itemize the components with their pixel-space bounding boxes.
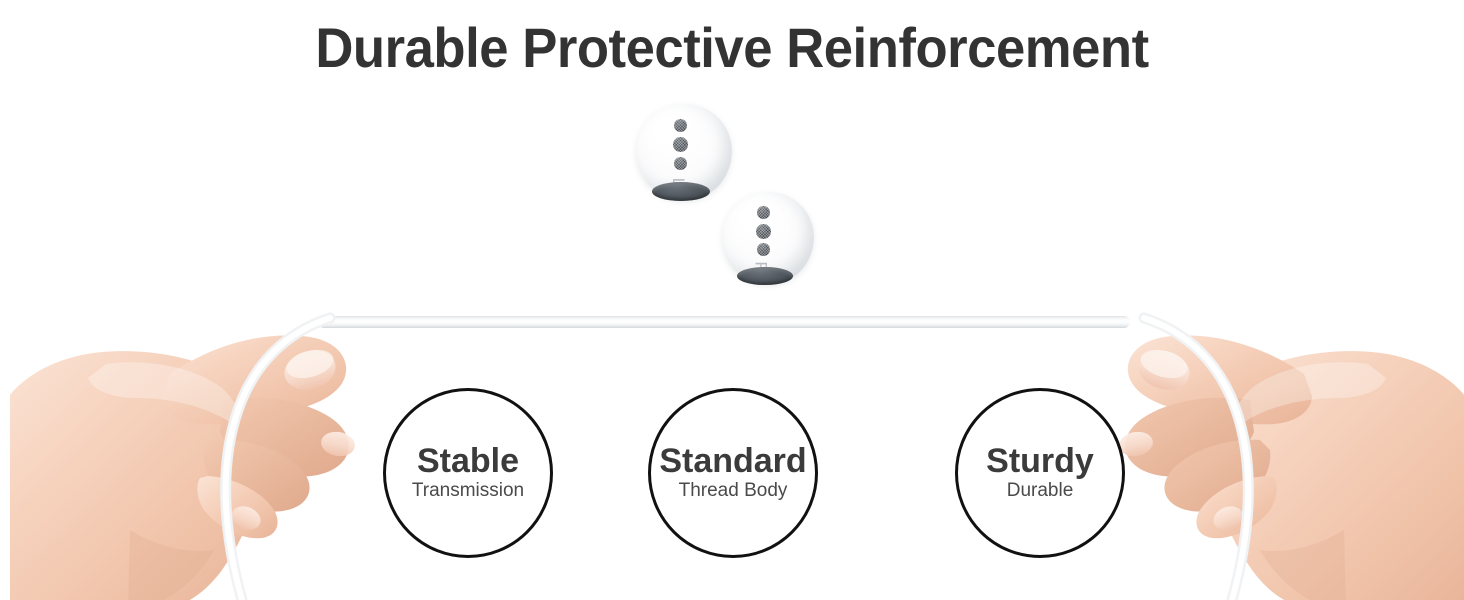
feature-badge-title: Standard	[659, 441, 807, 480]
feature-badge-title: Stable	[416, 441, 520, 480]
earbud-left: L	[636, 104, 732, 201]
earbud-mesh-dot	[757, 243, 770, 256]
right-hand-holding-cable	[1090, 278, 1464, 600]
feature-badge-subtitle: Transmission	[411, 480, 525, 502]
feature-badge-standard: Standard Thread Body	[648, 388, 818, 558]
stretched-cable	[318, 316, 1130, 328]
earbud-mesh-dot	[757, 206, 770, 219]
earbud-mesh-dot	[756, 224, 771, 239]
earbud-speaker-grille	[737, 267, 793, 285]
feature-badge-sturdy: Sturdy Durable	[955, 388, 1125, 558]
earbud-right: R	[722, 192, 814, 285]
page-title: Durable Protective Reinforcement	[315, 16, 1149, 79]
feature-badge-subtitle: Thread Body	[678, 480, 788, 502]
earbud-mesh-dot	[674, 157, 687, 170]
feature-badge-subtitle: Durable	[1006, 480, 1074, 502]
left-hand-holding-cable	[10, 278, 380, 600]
earbud-mesh-dot	[673, 137, 688, 152]
feature-badge-stable: Stable Transmission	[383, 388, 553, 558]
earbud-mesh-dot	[674, 119, 687, 132]
feature-badge-title: Sturdy	[986, 441, 1094, 480]
earbud-speaker-grille	[652, 182, 710, 201]
